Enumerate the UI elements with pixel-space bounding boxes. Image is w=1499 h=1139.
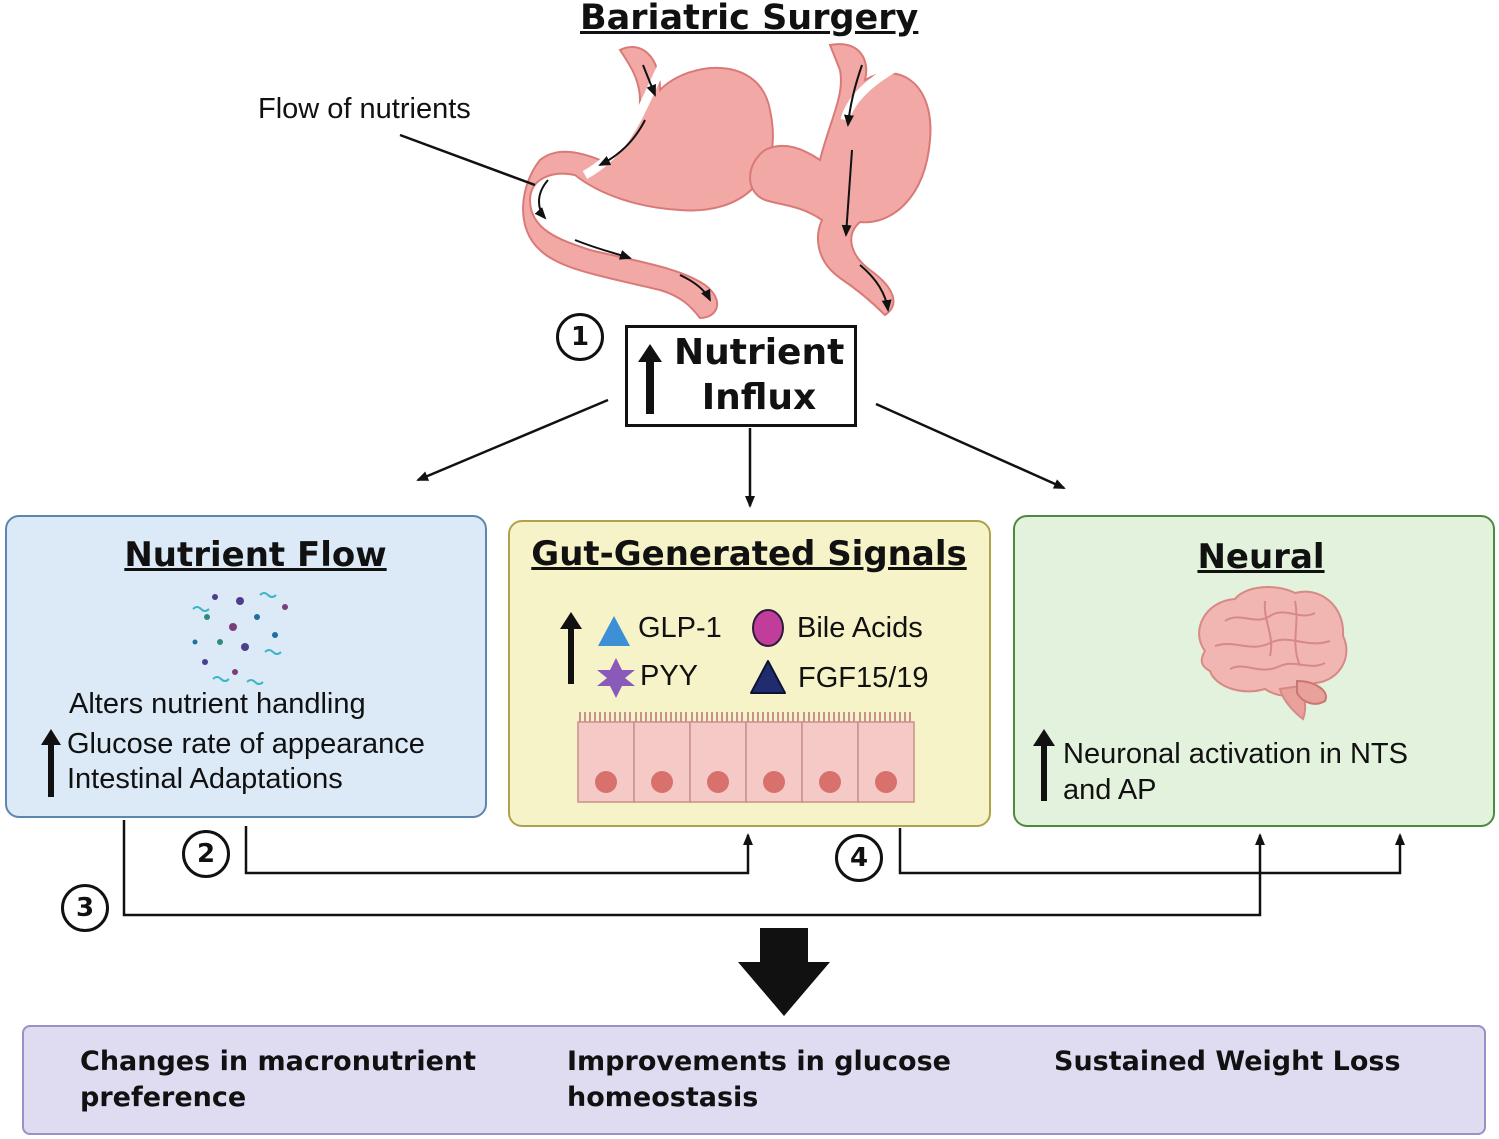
step-3-badge: 3 [61, 884, 109, 932]
gut-signals-title: Gut-Generated Signals [531, 534, 967, 574]
outcomes-box: Changes in macronutrient preference Impr… [22, 1025, 1486, 1135]
intestinal-epithelium-icon [577, 712, 915, 803]
sleeve-gastrectomy-stomach-icon [522, 45, 774, 320]
neural-title: Neural [1197, 537, 1325, 577]
neural-box: Neural Neuronal activation in NTS and AP [1013, 515, 1495, 827]
step-2-badge: 2 [182, 830, 230, 878]
influx-line2: Influx [701, 377, 817, 418]
outcome-weight-loss: Sustained Weight Loss [1054, 1046, 1401, 1077]
outcome-glucose-line2: homeostasis [567, 1082, 759, 1113]
up-arrow-icon [1033, 729, 1055, 801]
up-arrow-icon [560, 612, 582, 684]
glp1-label: GLP-1 [638, 612, 722, 644]
step-1-badge: 1 [556, 313, 604, 361]
magenta-oval-icon [752, 609, 784, 647]
purple-star-icon [597, 658, 635, 698]
big-down-arrow [738, 928, 830, 1016]
up-arrow-icon [638, 344, 662, 414]
outcome-glucose-line1: Improvements in glucose [567, 1046, 951, 1077]
outcome-macronutrient-line1: Changes in macronutrient [80, 1046, 477, 1077]
pyy-label: PYY [640, 660, 699, 692]
outcome-macronutrient-line2: preference [80, 1082, 247, 1113]
up-arrow-icon [41, 729, 61, 797]
nutrient-flow-title: Nutrient Flow [124, 535, 387, 575]
nutrient-particles-icon [192, 592, 288, 685]
nutrient-flow-box: Nutrient Flow Alters nutrient handling G… [5, 515, 487, 818]
nutrient-flow-line1: Alters nutrient handling [69, 688, 366, 720]
blue-triangle-icon [598, 616, 630, 646]
influx-line1: Nutrient [674, 332, 845, 373]
nutrient-influx-box: Nutrient Influx [625, 325, 857, 427]
brain-icon [1198, 586, 1348, 721]
gastric-bypass-stomach-icon [749, 43, 932, 317]
page-title: Bariatric Surgery [580, 0, 919, 38]
neural-line1: Neuronal activation in NTS [1063, 738, 1408, 770]
fgf-label: FGF15/19 [798, 662, 929, 694]
flow-of-nutrients-label: Flow of nutrients [258, 93, 471, 125]
bile-acids-label: Bile Acids [797, 612, 923, 644]
gut-signals-box: Gut-Generated Signals GLP-1 PYY Bile Aci… [508, 520, 991, 827]
neural-line2: and AP [1063, 774, 1157, 806]
nutrient-flow-line3: Intestinal Adaptations [67, 763, 343, 795]
navy-triangle-icon [750, 660, 786, 694]
nutrient-flow-line2: Glucose rate of appearance [67, 728, 425, 760]
step-4-badge: 4 [835, 834, 883, 882]
